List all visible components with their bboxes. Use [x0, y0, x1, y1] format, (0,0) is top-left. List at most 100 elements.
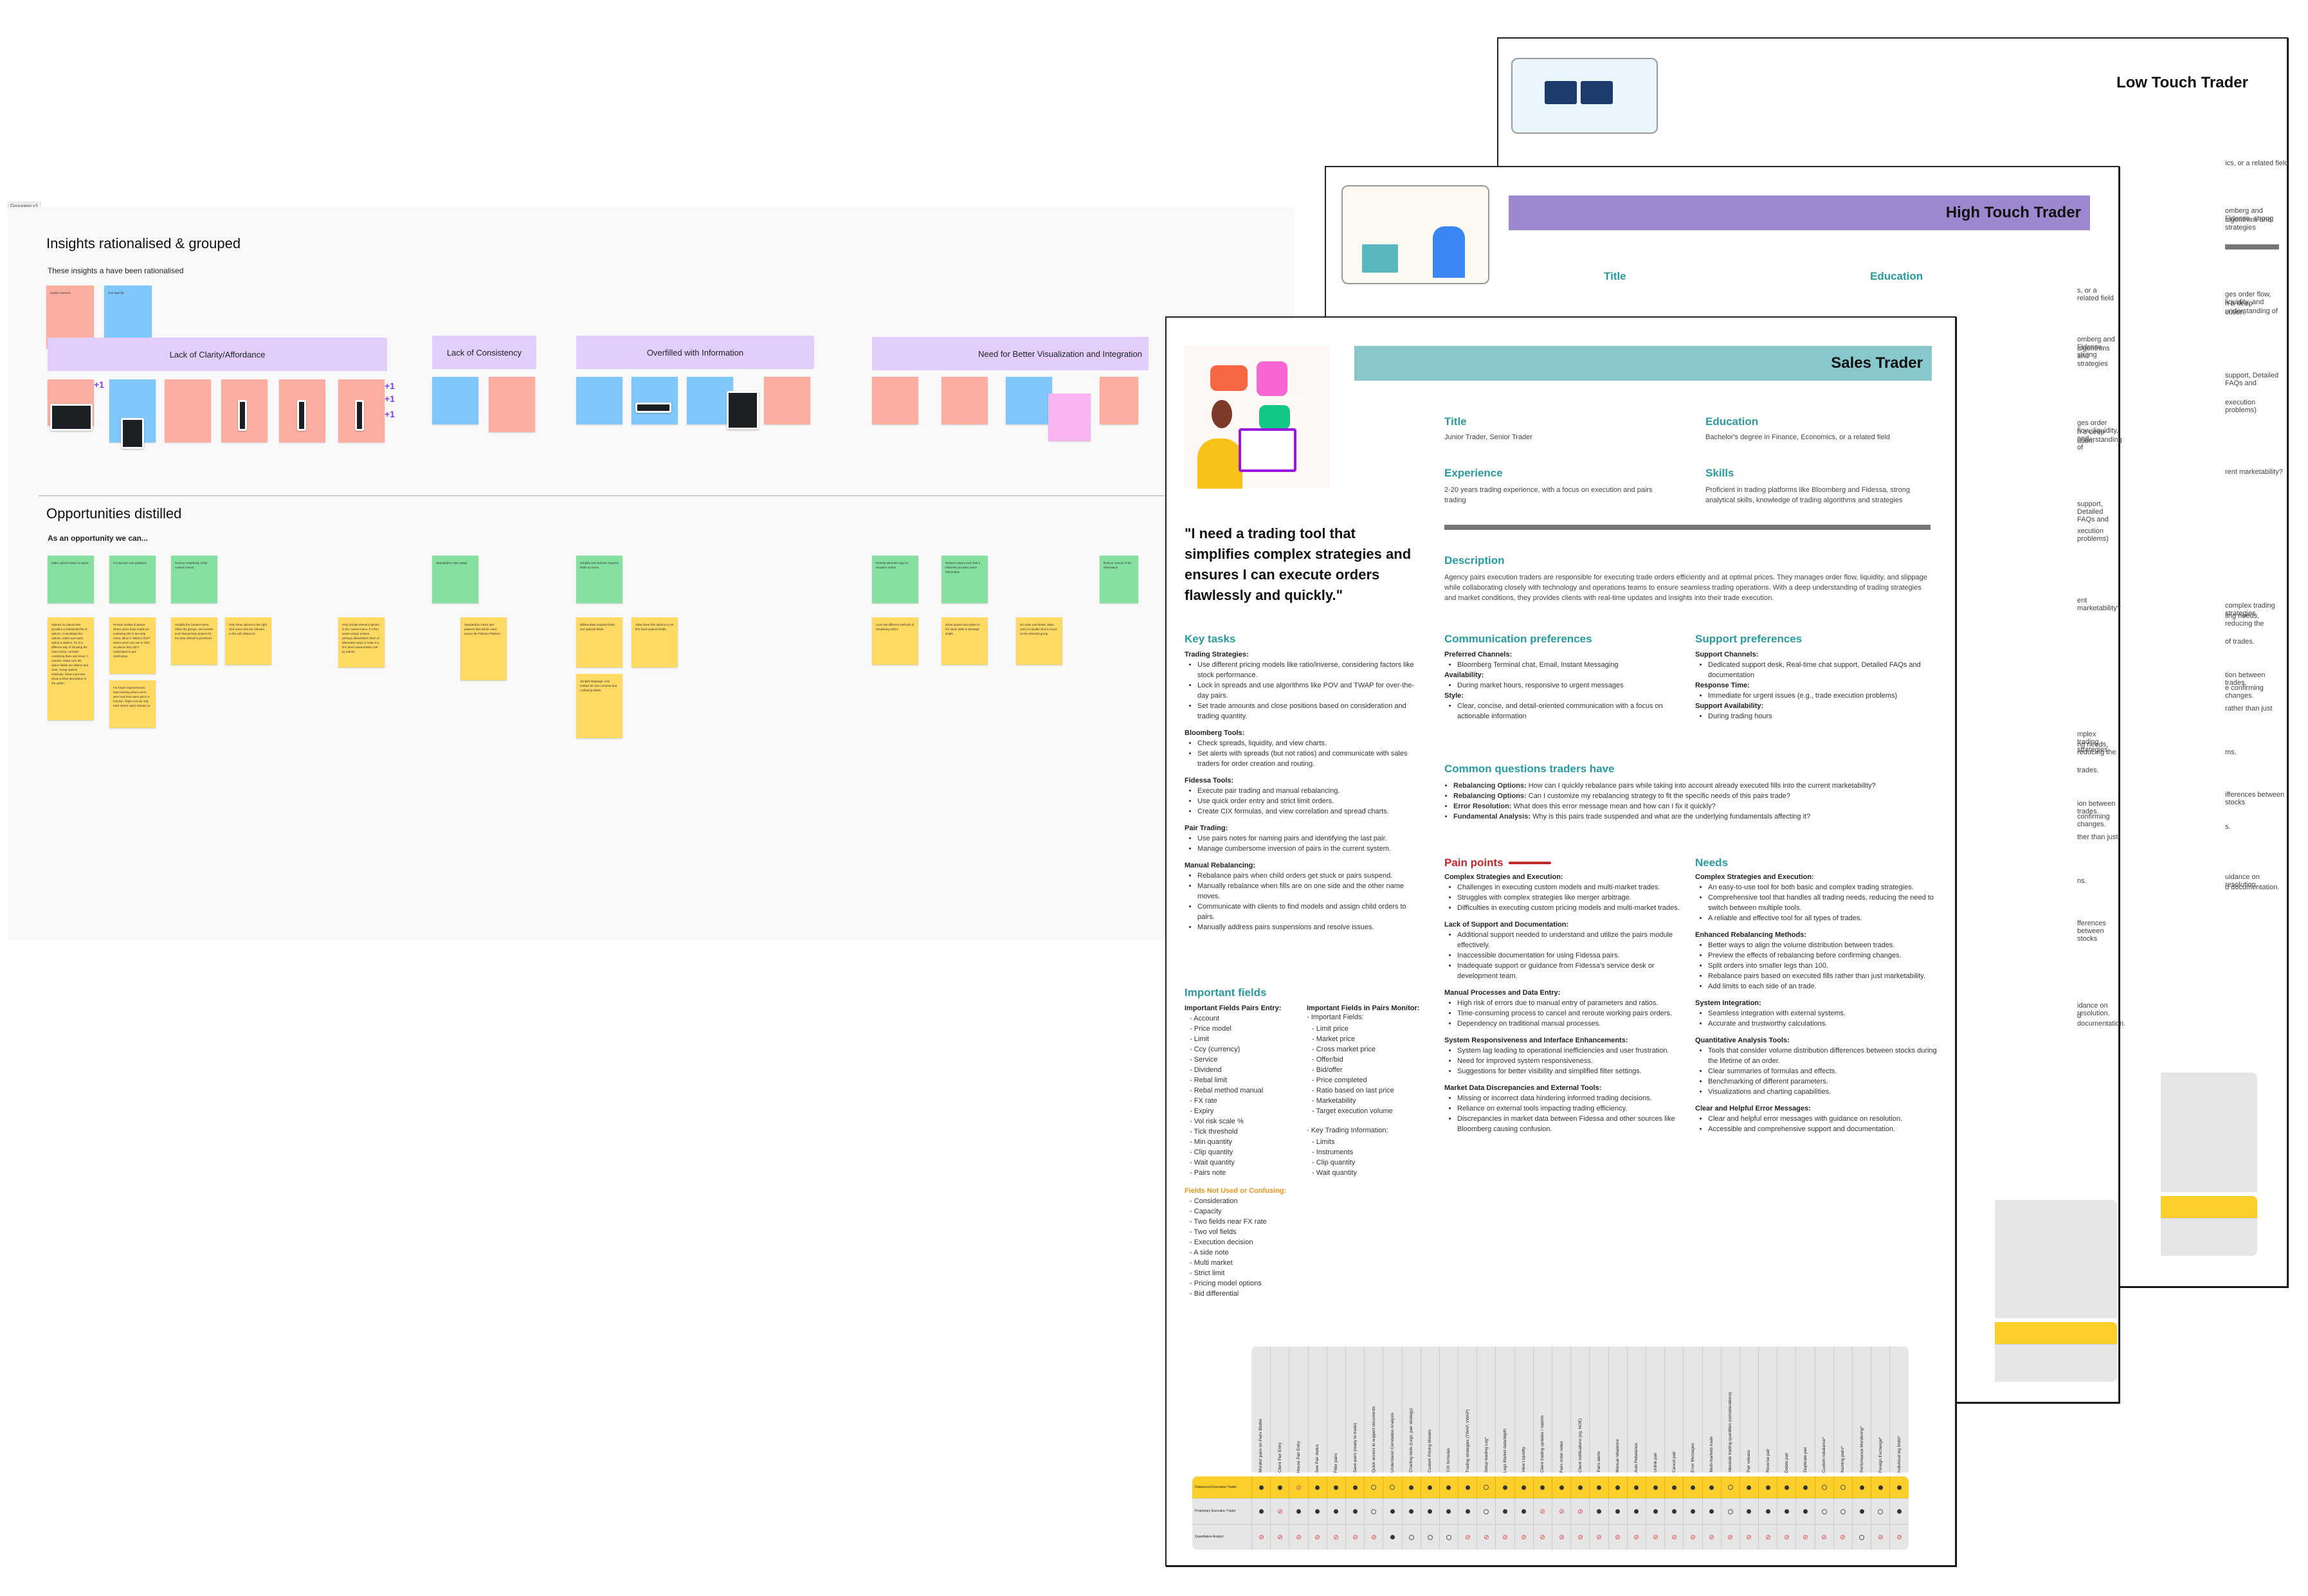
screenshot-thumbnail[interactable] — [121, 418, 144, 449]
insight-sticky[interactable] — [1006, 377, 1052, 424]
note-text: Differentiate required fields and option… — [580, 623, 615, 631]
screenshot-thumbnail[interactable] — [635, 403, 671, 413]
group-label: Overfilled with Information — [646, 347, 744, 358]
insight-sticky[interactable] — [576, 377, 622, 424]
key-tasks-groups: Trading Strategies:Use different pricing… — [1185, 651, 1416, 932]
vote-badge: +1 — [385, 394, 395, 404]
group-lack-of-consistency[interactable]: Lack of Consistency — [432, 336, 536, 369]
important-fields-title: Important fields — [1185, 986, 1267, 999]
insight-sticky[interactable] — [764, 377, 810, 424]
opportunity-note[interactable]: Only show options in the right click men… — [225, 617, 271, 665]
opportunity-header[interactable]: Make options easier to parse — [48, 556, 94, 603]
insight-sticky[interactable] — [941, 377, 988, 424]
text-fragment: rent marketability? — [2225, 468, 2283, 476]
pairs-entry-list: AccountPrice modelLimitCcy (currency)Ser… — [1185, 1013, 1294, 1178]
opportunity-header[interactable]: Reduce volume of the information — [1100, 556, 1138, 603]
matrix-cell — [1289, 1476, 1307, 1498]
text-fragment: rather than just — [2225, 705, 2273, 712]
matrix-column-header: Pair release — [1739, 1347, 1758, 1473]
bullet-list: Dedicated support desk, Real-time chat s… — [1695, 660, 1940, 680]
empty-circle-icon — [1859, 1534, 1865, 1540]
screenshot-thumbnail[interactable] — [297, 400, 306, 431]
column-label: Charting tools (Legs, pair strategy) — [1409, 1408, 1414, 1473]
filled-circle-icon — [1709, 1509, 1714, 1514]
opportunity-note[interactable]: Differentiate required fields and option… — [576, 617, 622, 667]
question-label: Rebalancing Options: — [1453, 792, 1527, 800]
text-fragment: tion between trades. — [2225, 671, 2266, 687]
bullet-item: Struggles with complex strategies like m… — [1457, 893, 1682, 903]
group-better-visualization[interactable]: Need for Better Visualization and Integr… — [872, 337, 1149, 370]
screenshot-thumbnail[interactable] — [355, 400, 364, 431]
matrix-column-header: Absolute trading quantities (considerati… — [1720, 1347, 1740, 1473]
bullet-list: Clear and helpful error messages with gu… — [1695, 1114, 1940, 1134]
filled-circle-icon — [1465, 1485, 1470, 1490]
opportunity-note[interactable]: Look into different methods of visualizi… — [872, 617, 918, 665]
questions-list: Rebalancing Options: How can I quickly r… — [1444, 781, 1940, 822]
text-fragment: s. — [2225, 823, 2231, 831]
matrix-cell — [1758, 1525, 1777, 1550]
insight-sticky[interactable] — [687, 377, 733, 424]
opportunity-note[interactable]: For future improvements, start tracking … — [109, 680, 156, 728]
insight-sticky[interactable] — [489, 377, 535, 432]
group-heading: Manual Rebalancing: — [1185, 862, 1256, 869]
insight-sticky[interactable] — [632, 377, 678, 424]
matrix-column-header: Delete pair — [1777, 1347, 1795, 1473]
note-text: Look into different methods of visualizi… — [876, 623, 914, 631]
screenshot-thumbnail[interactable] — [727, 391, 759, 430]
insight-sticky[interactable] — [165, 379, 211, 442]
group-lack-of-clarity[interactable]: Lack of Clarity/Affordance — [48, 338, 387, 371]
opportunity-note[interactable]: Provide tooltips in places where users h… — [109, 617, 156, 674]
opportunity-note[interactable]: Allow client firm admins to set firm lev… — [632, 617, 678, 667]
group-heading: Style: — [1444, 692, 1464, 700]
matrix-cell — [1532, 1525, 1552, 1550]
questions-section: Common questions traders have Rebalancin… — [1444, 763, 1940, 830]
bullet-item: Manage cumbersome inversion of pairs in … — [1197, 844, 1416, 854]
opportunity-header[interactable]: Provide alternate ways to visualize orde… — [872, 556, 918, 603]
opportunity-note[interactable]: Show quotes and orders in the same table… — [941, 617, 988, 665]
matrix-cell — [1720, 1525, 1740, 1550]
insight-sticky[interactable] — [1048, 394, 1091, 441]
insight-sticky[interactable] — [1100, 377, 1138, 424]
opportunity-header[interactable]: Standardize color usage — [432, 556, 478, 603]
opportunity-header[interactable]: Reduce complexity of the context menus — [171, 556, 217, 603]
screenshot-thumbnail[interactable] — [238, 400, 247, 431]
opportunity-note[interactable]: On order row blotter, allow users to dou… — [1016, 617, 1062, 665]
persona-card-sales-trader[interactable]: Sales Trader Title Junior Trader, Senior… — [1165, 316, 1956, 1566]
screenshot-thumbnail[interactable] — [50, 404, 93, 431]
opportunity-note[interactable]: Simplify the Context menu, refine the gr… — [171, 617, 217, 665]
opportunity-note[interactable]: Options for places that provides a subst… — [48, 617, 94, 720]
bullet-item: Use quick order entry and strict limit o… — [1197, 796, 1416, 806]
matrix-cell — [1683, 1525, 1702, 1550]
matrix-column-header: Legs Market data/depth — [1495, 1347, 1514, 1473]
matrix-cell — [1795, 1476, 1814, 1498]
key-tasks-title: Key tasks — [1185, 633, 1236, 645]
matrix-cell — [1739, 1499, 1758, 1524]
matrix-cell — [1570, 1499, 1589, 1524]
matrix-cell — [1758, 1499, 1777, 1524]
column-label: See Pair status — [1315, 1444, 1320, 1473]
matrix-cell — [1364, 1525, 1383, 1550]
empty-circle-icon — [1840, 1485, 1846, 1490]
bullet-item: Create CIX formulas, and view correlatio… — [1197, 806, 1416, 817]
matrix-cell — [1326, 1525, 1345, 1550]
opportunity-header[interactable]: Simplify and indicate required fields on… — [576, 556, 622, 603]
opportunity-note[interactable]: Standardize colors and patterns that wil… — [460, 617, 507, 680]
matrix-cell — [1514, 1476, 1533, 1498]
filled-circle-icon — [1428, 1485, 1433, 1490]
opportunity-header[interactable]: Enhance layout such that it efficiently … — [941, 556, 988, 603]
matrix-cell — [1477, 1499, 1495, 1524]
opportunity-note[interactable]: Only include relevant options in the con… — [338, 617, 385, 667]
insight-sticky[interactable] — [432, 377, 478, 424]
group-heading: System Integration: — [1695, 999, 1761, 1007]
empty-circle-icon — [1408, 1534, 1414, 1540]
group-overfilled-information[interactable]: Overfilled with Information — [576, 336, 814, 369]
bullet-list: Check spreads, liquidity, and view chart… — [1185, 738, 1416, 769]
matrix-cell — [1645, 1476, 1664, 1498]
insight-sticky[interactable] — [872, 377, 918, 424]
question-text: Can I customize my rebalancing strategy … — [1526, 792, 1790, 800]
insights-subtitle: These insights a have been rationalised — [48, 266, 184, 275]
matrix-cell — [1345, 1499, 1364, 1524]
matrix-cell — [1626, 1476, 1646, 1498]
opportunity-header[interactable]: Incorporate user guidance — [109, 556, 156, 603]
opportunity-note[interactable]: Simplify language. Use tooltips for less… — [576, 674, 622, 738]
